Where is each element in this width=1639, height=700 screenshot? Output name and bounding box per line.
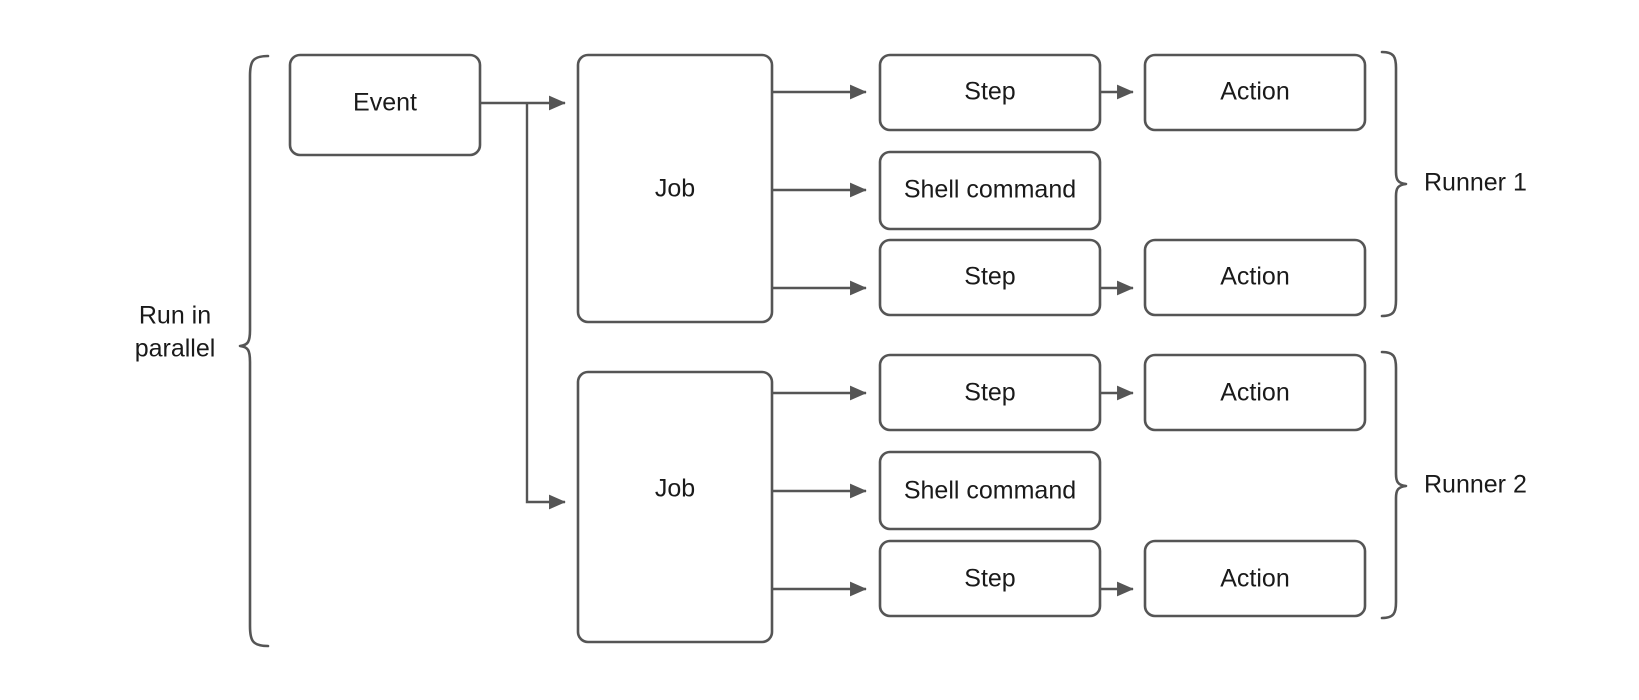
job1-label: Job [655,175,695,203]
runner2-step2-box[interactable] [878,539,1102,618]
edges-job1-to-steps [772,84,1134,296]
runner1-step1-label: Step [964,78,1015,106]
runner2-action2-box[interactable] [1143,539,1367,618]
node-runner2-action-2[interactable]: Action [1143,539,1367,618]
runner1-step1-box[interactable] [878,53,1102,132]
runner1-brace [1380,50,1408,318]
runner1-action2-box[interactable] [1143,238,1367,317]
group-runner-2: Runner 2 [1380,350,1527,620]
runner1-action1-box[interactable] [1143,53,1367,132]
job2-label: Job [655,475,695,503]
node-runner2-step-1[interactable]: Step [878,353,1102,432]
job2-box[interactable] [576,370,774,644]
runner2-action1-label: Action [1220,379,1289,407]
runner1-step2-box[interactable] [878,238,1102,317]
group-run-in-parallel: Run in parallel [135,54,270,648]
runner2-step1-box[interactable] [878,353,1102,432]
runner2-label: Runner 2 [1424,471,1527,499]
parallel-brace [238,54,270,648]
event-box[interactable] [288,53,482,157]
edge-event-to-jobs [480,95,566,510]
node-runner1-step-2[interactable]: Step [878,238,1102,317]
runner1-label: Runner 1 [1424,169,1527,197]
node-runner2-action-1[interactable]: Action [1143,353,1367,432]
node-event[interactable]: Event [288,53,482,157]
node-runner1-action-2[interactable]: Action [1143,238,1367,317]
node-runner1-step-1[interactable]: Step [878,53,1102,132]
edges-job2-to-steps [772,385,1134,597]
parallel-label-line2: parallel [135,335,216,363]
node-runner1-action-1[interactable]: Action [1143,53,1367,132]
node-job-2[interactable]: Job [576,370,774,644]
runner1-shell-box[interactable] [878,150,1102,231]
node-runner2-shell-command[interactable]: Shell command [878,450,1102,531]
event-label: Event [353,89,417,117]
node-runner2-step-2[interactable]: Step [878,539,1102,618]
node-runner1-shell-command[interactable]: Shell command [878,150,1102,231]
runner1-action2-label: Action [1220,263,1289,291]
runner2-shell-box[interactable] [878,450,1102,531]
runner2-brace [1380,350,1408,620]
edge-event-to-job2 [525,103,566,510]
runner2-action1-box[interactable] [1143,353,1367,432]
runner2-shell-label: Shell command [904,477,1076,505]
runner1-step2-label: Step [964,263,1015,291]
runner1-action1-label: Action [1220,78,1289,106]
group-runner-1: Runner 1 [1380,50,1527,318]
runner1-shell-label: Shell command [904,176,1076,204]
runner2-action2-label: Action [1220,565,1289,593]
node-job-1[interactable]: Job [576,53,774,324]
parallel-label-line1: Run in [139,302,211,330]
runner2-step2-label: Step [964,565,1015,593]
job1-box[interactable] [576,53,774,324]
runner2-step1-label: Step [964,379,1015,407]
